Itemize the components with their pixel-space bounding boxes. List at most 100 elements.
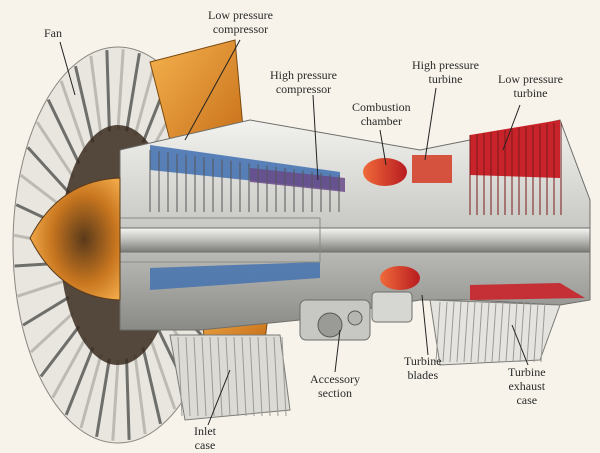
label-inlet-case: Inlet case: [194, 424, 216, 452]
leader-fan: [59, 41, 76, 96]
inlet-strut: [201, 336, 207, 417]
label-accessory-line1: Accessory: [310, 372, 360, 386]
fan-blade: [59, 80, 88, 153]
inlet-strut: [241, 336, 247, 417]
label-exhaust-line3: case: [516, 393, 538, 407]
label-inlet-line1: Inlet: [194, 424, 216, 438]
label-hpc-line2: compressor: [275, 82, 332, 96]
accessory-section-housing: [299, 291, 413, 341]
exhaust-fin: [477, 301, 483, 363]
exhaust-case-fins: [435, 301, 546, 363]
exhaust-fin: [533, 301, 539, 363]
label-combustion-line2: chamber: [360, 114, 402, 128]
label-turbine-blades-line1: Turbine: [404, 354, 442, 368]
leader-lpc: [184, 39, 241, 141]
inlet-strut: [249, 336, 255, 417]
fan-blade: [35, 121, 75, 179]
leader-lpt: [502, 104, 521, 151]
fan-blade: [148, 337, 177, 410]
fan-blade: [95, 358, 111, 438]
fan-blade: [133, 354, 147, 435]
fan-blade: [116, 49, 125, 131]
inlet-strut: [273, 336, 279, 417]
fan-blade: [125, 358, 131, 440]
label-accessory-section: Accessory section: [310, 372, 360, 400]
label-combustion-chamber: Combustion chamber: [352, 100, 411, 128]
fan-blade: [133, 61, 157, 137]
label-lpc-line1: Low pressure: [208, 8, 273, 22]
label-low-pressure-turbine: Low pressure turbine: [498, 72, 563, 100]
label-lpt-line1: Low pressure: [498, 72, 563, 86]
label-lpc-line2: compressor: [212, 22, 269, 36]
fan-blade: [111, 359, 120, 441]
fan-blade: [46, 99, 81, 165]
lp-turbine-band: [470, 120, 585, 300]
fan-blade: [64, 346, 95, 416]
fan-blade: [79, 353, 103, 429]
compressor-blade-rows: [149, 150, 340, 212]
exhaust-fin: [540, 301, 546, 363]
exhaust-fin: [456, 301, 462, 363]
fan-blade: [105, 50, 111, 132]
label-inlet-line2: case: [194, 438, 216, 452]
fan-blade: [141, 347, 162, 425]
label-combustion-line1: Combustion: [352, 100, 411, 114]
combustion-chamber-upper: [363, 158, 407, 186]
label-hpt-line2: turbine: [428, 72, 463, 86]
leader-combustion: [379, 129, 387, 166]
leader-lines: [59, 39, 529, 426]
label-high-pressure-turbine: High pressure turbine: [412, 58, 479, 86]
label-hpc-line1: High pressure: [270, 68, 337, 82]
combustion-chamber-lower: [380, 266, 420, 290]
fan-blade: [26, 146, 71, 194]
inlet-case: [169, 334, 291, 421]
fan-blade: [39, 325, 81, 378]
inlet-strut: [217, 336, 223, 417]
inlet-strut: [265, 336, 271, 417]
turbine-blade-rows: [469, 122, 562, 215]
hp-turbine-band: [412, 155, 452, 183]
exhaust-fin: [435, 301, 441, 363]
leader-accessory: [334, 329, 341, 373]
label-turbine-exhaust-case: Turbine exhaust case: [508, 365, 546, 407]
exhaust-fin: [526, 301, 532, 363]
exhaust-fin: [470, 301, 476, 363]
leader-hpt: [424, 87, 437, 161]
label-low-pressure-compressor: Low pressure compressor: [208, 8, 273, 36]
nose-spinner: [29, 177, 121, 301]
label-hpt-line1: High pressure: [412, 58, 479, 72]
label-turbine-blades-line2: blades: [407, 368, 439, 382]
exhaust-fin: [498, 301, 504, 363]
label-lpt-line2: turbine: [513, 86, 548, 100]
inlet-strut: [193, 336, 199, 417]
inlet-strut: [225, 336, 231, 417]
fan-blade: [17, 279, 67, 298]
inlet-strut: [185, 336, 191, 417]
exhaust-fin: [491, 301, 497, 363]
leader-turbine-blades: [421, 294, 429, 356]
label-fan-text: Fan: [44, 26, 62, 40]
leader-exhaust: [511, 324, 529, 366]
inlet-strut: [177, 336, 183, 417]
fan-blade: [22, 295, 70, 327]
exhaust-fin: [442, 301, 448, 363]
inlet-strut: [233, 336, 239, 417]
fan-blade: [51, 337, 87, 399]
inlet-strut: [281, 336, 287, 417]
label-exhaust-line2: exhaust: [508, 379, 546, 393]
label-fan: Fan: [44, 26, 62, 40]
fan-blade: [125, 52, 141, 132]
exhaust-fin: [484, 301, 490, 363]
fan-blade: [74, 65, 95, 143]
inlet-strut: [257, 336, 263, 417]
leader-hpc: [312, 94, 319, 181]
exhaust-fin: [463, 301, 469, 363]
main-shaft: [99, 227, 591, 253]
label-exhaust-line1: Turbine: [508, 365, 546, 379]
label-high-pressure-compressor: High pressure compressor: [270, 68, 337, 96]
inlet-case-struts: [177, 336, 287, 417]
fan-blade: [89, 55, 103, 136]
leader-inlet: [207, 369, 231, 426]
